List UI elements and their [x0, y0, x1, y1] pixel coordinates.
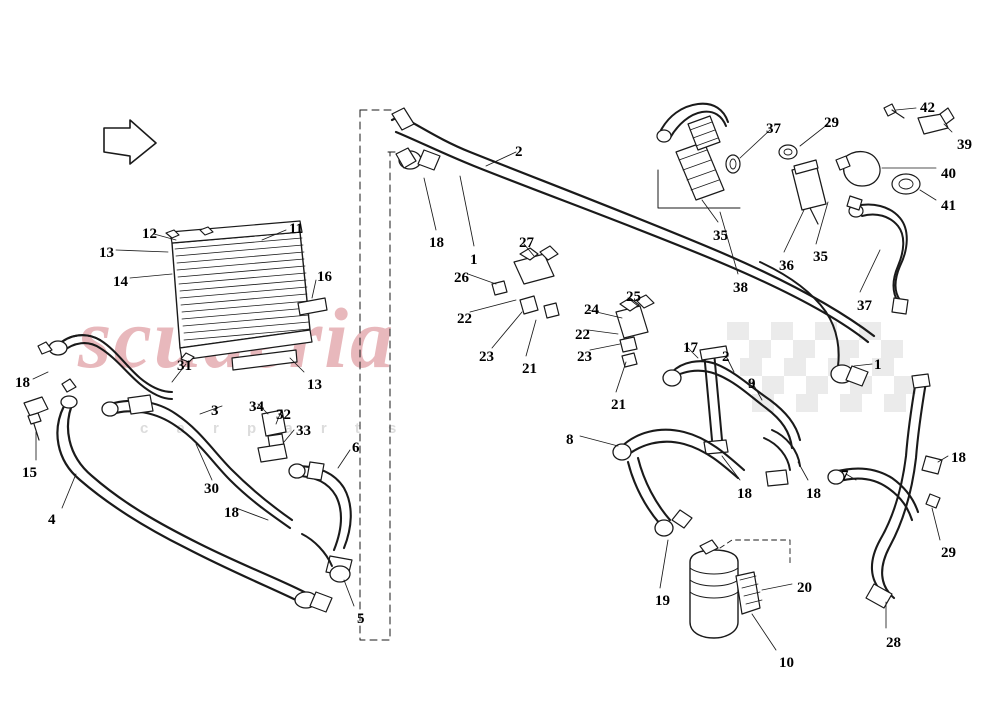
callout-number: 41 — [941, 198, 956, 214]
callout-number: 1 — [874, 357, 882, 373]
callout-number: 8 — [566, 432, 574, 448]
callout-number: 12 — [142, 226, 157, 242]
callout-number: 18 — [806, 486, 821, 502]
callout-number: 16 — [317, 269, 332, 285]
callout-number: 21 — [522, 361, 537, 377]
callout-number: 2 — [515, 144, 523, 160]
callout-number: 1 — [470, 252, 478, 268]
callout-number: 23 — [479, 349, 494, 365]
callout-number: 6 — [352, 440, 360, 456]
callout-number: 32 — [276, 407, 291, 423]
callout-number: 31 — [177, 358, 192, 374]
callout-number: 37 — [857, 298, 872, 314]
callout-number: 19 — [655, 593, 670, 609]
callout-number: 7 — [841, 468, 849, 484]
callout-number: 13 — [307, 377, 322, 393]
callout-number: 25 — [626, 289, 641, 305]
callout-number: 21 — [611, 397, 626, 413]
forward-direction-arrow — [103, 119, 157, 165]
top-right-bracket-group — [656, 102, 955, 315]
callout-number: 4 — [48, 512, 56, 528]
callout-number: 18 — [737, 486, 752, 502]
callout-number: 29 — [824, 115, 839, 131]
callout-number: 17 — [683, 340, 698, 356]
callout-number: 5 — [357, 611, 365, 627]
callout-number: 26 — [454, 270, 469, 286]
assembly-boundary-dashed — [359, 109, 397, 641]
callout-number: 2 — [722, 349, 730, 365]
callout-leader-lines — [32, 107, 953, 651]
callout-number: 33 — [296, 423, 311, 439]
callout-number: 27 — [519, 235, 534, 251]
callout-number: 38 — [733, 280, 748, 296]
callout-number: 18 — [429, 235, 444, 251]
callout-number: 18 — [15, 375, 30, 391]
callout-number: 11 — [289, 221, 304, 237]
callout-number: 37 — [766, 121, 781, 137]
callout-number: 22 — [575, 327, 590, 343]
callout-number: 14 — [113, 274, 128, 290]
condenser-core — [165, 220, 328, 371]
callout-number: 29 — [941, 545, 956, 561]
callout-number: 20 — [797, 580, 812, 596]
callout-number: 35 — [713, 228, 728, 244]
callout-number: 22 — [457, 311, 472, 327]
callout-number: 24 — [584, 302, 599, 318]
callout-number: 18 — [224, 505, 239, 521]
left-hose-assembly — [23, 334, 353, 613]
callout-number: 42 — [920, 100, 935, 116]
callout-number: 39 — [957, 137, 972, 153]
callout-number: 10 — [779, 655, 794, 671]
callout-number: 40 — [941, 166, 956, 182]
center-right-hose-group — [612, 345, 802, 639]
right-hose-group — [827, 373, 943, 609]
callout-number: 3 — [211, 403, 219, 419]
callout-number: 23 — [577, 349, 592, 365]
callout-number: 36 — [779, 258, 794, 274]
callout-number: 34 — [249, 399, 264, 415]
callout-number: 18 — [951, 450, 966, 466]
pipe-1-right — [759, 261, 869, 387]
callout-number: 9 — [748, 376, 756, 392]
callout-number: 35 — [813, 249, 828, 265]
callout-number: 13 — [99, 245, 114, 261]
callout-number: 30 — [204, 481, 219, 497]
valve-block-group — [491, 245, 655, 368]
callout-number: 28 — [886, 635, 901, 651]
callout-number: 15 — [22, 465, 37, 481]
